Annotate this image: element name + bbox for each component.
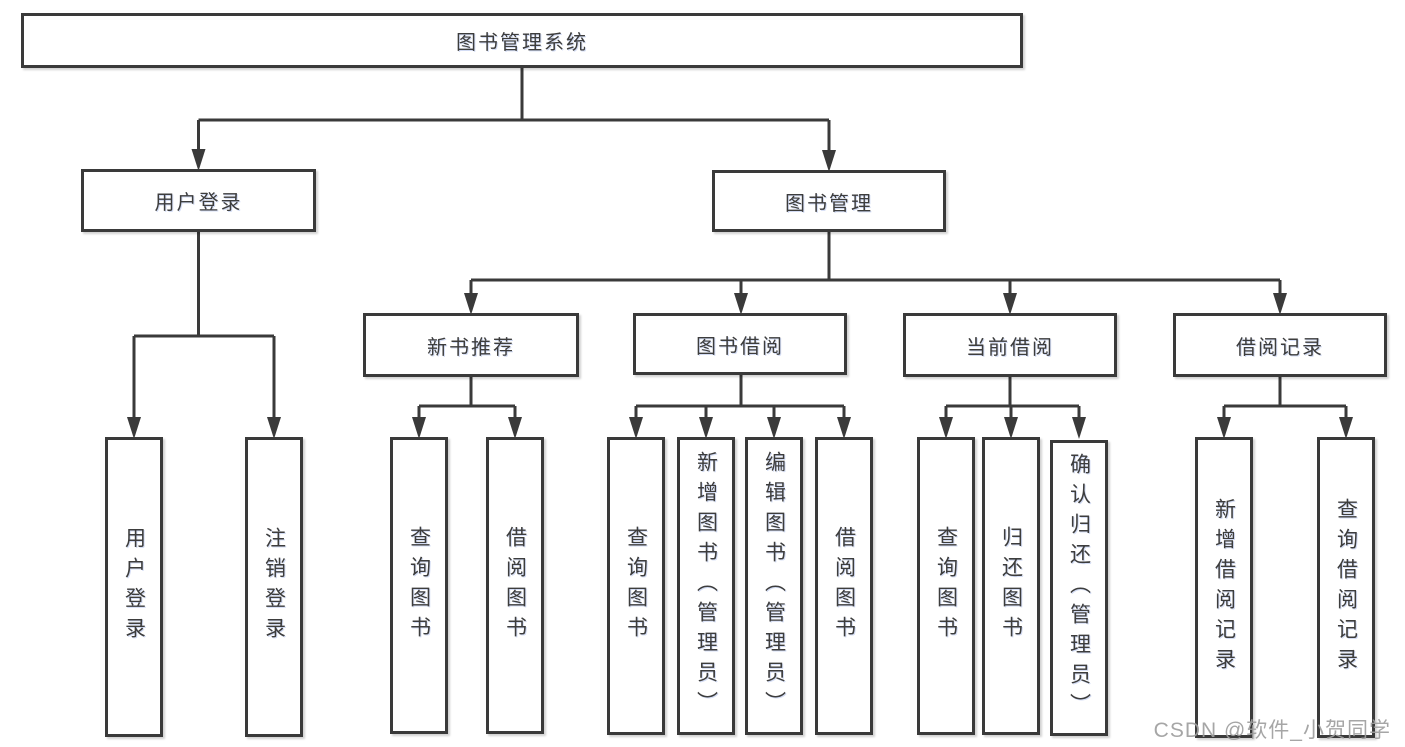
leaf-confirm-return-admin-label: 确认归还（管理员）: [1067, 453, 1091, 723]
node-book-borrowing: 图书借阅: [633, 313, 847, 375]
leaf-borrow-book: 借阅图书: [815, 437, 873, 735]
node-borrow-records: 借阅记录: [1173, 313, 1387, 377]
leaf-query-book-current: 查询图书: [917, 437, 975, 735]
leaf-add-book-admin: 新增图书（管理员）: [677, 437, 735, 735]
leaf-query-borrow-record: 查询借阅记录: [1317, 437, 1375, 738]
leaf-add-borrow-record: 新增借阅记录: [1195, 437, 1253, 738]
leaf-borrow-book-recommend-label: 借阅图书: [503, 525, 527, 646]
node-current-borrowing: 当前借阅: [903, 313, 1117, 377]
node-user-login-label: 用户登录: [154, 192, 243, 214]
leaf-query-book-recommend: 查询图书: [390, 437, 448, 734]
node-book-management-label: 图书管理: [785, 192, 873, 215]
node-book-borrowing-label: 图书借阅: [696, 335, 784, 358]
leaf-borrow-book-label: 借阅图书: [832, 526, 856, 646]
leaf-query-book-recommend-label: 查询图书: [407, 525, 431, 646]
leaf-borrow-book-recommend: 借阅图书: [486, 437, 544, 734]
leaf-edit-book-admin-label: 编辑图书（管理员）: [762, 451, 786, 721]
watermark: CSDN @软件_小贺同学: [1153, 719, 1391, 742]
node-book-management: 图书管理: [712, 170, 946, 232]
node-current-borrowing-label: 当前借阅: [966, 336, 1054, 359]
leaf-return-book-label: 归还图书: [999, 526, 1023, 646]
node-new-book-recommend-label: 新书推荐: [427, 336, 515, 359]
leaf-logout-label: 注销登录: [262, 527, 286, 647]
node-borrow-records-label: 借阅记录: [1236, 336, 1324, 359]
leaf-logout: 注销登录: [245, 437, 303, 737]
leaf-add-book-admin-label: 新增图书（管理员）: [694, 451, 718, 721]
leaf-add-borrow-record-label: 新增借阅记录: [1212, 497, 1236, 678]
leaf-return-book: 归还图书: [982, 437, 1040, 735]
node-user-login: 用户登录: [81, 169, 316, 232]
node-new-book-recommend: 新书推荐: [363, 313, 579, 377]
leaf-query-borrow-record-label: 查询借阅记录: [1334, 497, 1358, 678]
leaf-query-book-current-label: 查询图书: [934, 526, 958, 646]
leaf-confirm-return-admin: 确认归还（管理员）: [1050, 440, 1108, 736]
leaf-edit-book-admin: 编辑图书（管理员）: [745, 437, 803, 735]
leaf-user-login-label: 用户登录: [122, 527, 146, 647]
leaf-query-book-borrowing: 查询图书: [607, 437, 665, 735]
node-library-system: 图书管理系统: [21, 13, 1023, 68]
leaf-user-login: 用户登录: [105, 437, 163, 737]
node-library-system-label: 图书管理系统: [456, 32, 588, 54]
leaf-query-book-borrowing-label: 查询图书: [624, 526, 648, 646]
